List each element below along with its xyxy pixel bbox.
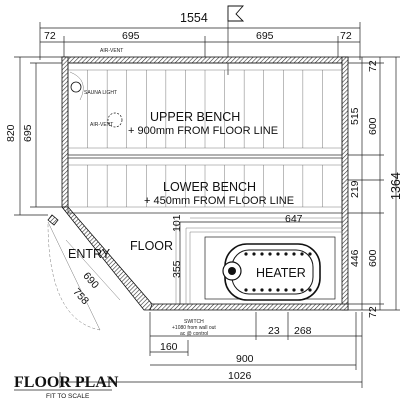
heater-stone: [252, 288, 256, 292]
air-vent-top-note: AIR-VENT: [100, 48, 123, 54]
heater-stone: [268, 288, 272, 292]
dim-entry-690: 690: [80, 270, 101, 291]
heater-stone: [284, 252, 288, 256]
dim-top-c: 695: [256, 30, 274, 42]
dim-heater-647: 647: [285, 213, 303, 225]
dim-right-top-72: 72: [367, 60, 379, 72]
dim-bottom-900: 900: [236, 353, 254, 365]
lower-bench-note: + 450mm FROM FLOOR LINE: [144, 195, 294, 207]
heater-stone: [276, 252, 280, 256]
dim-right-446: 446: [349, 249, 361, 267]
air-vent-icon: [107, 112, 123, 128]
switch-note-3: ac @ control: [180, 331, 208, 337]
floor-label: FLOOR: [130, 239, 173, 253]
air-vent-mid-note: AIR-VENT: [90, 122, 113, 128]
dim-bottom-1026: 1026: [228, 370, 252, 382]
heater-stone: [268, 252, 272, 256]
lower-bench-label: LOWER BENCH: [163, 180, 256, 194]
switch-note-1: SWITCH: [184, 319, 204, 325]
upper-bench-note: + 900mm FROM FLOOR LINE: [128, 125, 278, 137]
outer-walls: [47, 56, 349, 311]
dim-right-219: 219: [349, 180, 361, 198]
dim-top-b: 695: [122, 30, 140, 42]
heater-stone: [244, 252, 248, 256]
bottom-dimensions: 23 268 160 900 1026: [59, 312, 363, 388]
dim-entry-758: 758: [70, 286, 91, 307]
upper-bench: [67, 62, 343, 156]
entry-label: ENTRY: [68, 247, 111, 261]
top-dimensions: 1554 72 695 695 72: [39, 11, 361, 60]
dim-bottom-23: 23: [268, 325, 280, 337]
heater-stone: [308, 252, 312, 256]
heater-label: HEATER: [256, 266, 306, 280]
sauna-light-icon: [69, 71, 84, 101]
left-dimensions: 820 695: [5, 56, 62, 216]
heater-stone: [276, 288, 280, 292]
heater-stone: [308, 288, 312, 292]
heater-stone: [244, 288, 248, 292]
dim-top-d: 72: [340, 30, 352, 42]
flag-marker: [227, 5, 245, 75]
dim-right-515: 515: [349, 107, 361, 125]
dim-heater-101: 101: [171, 214, 183, 232]
sauna-light-note: SAUNA LIGHT: [84, 90, 117, 96]
heater-stone: [300, 288, 304, 292]
dim-left-outer: 820: [5, 124, 17, 142]
upper-bench-label: UPPER BENCH: [150, 110, 240, 124]
heater-stone: [260, 252, 264, 256]
title-block: FLOOR PLAN FIT TO SCALE: [14, 374, 119, 400]
dim-right-overall: 1364: [389, 172, 403, 200]
switch-note: SWITCH +1080 from wall out ac @ control: [172, 319, 216, 337]
dim-overall-top: 1554: [180, 11, 208, 25]
page-subtitle: FIT TO SCALE: [46, 393, 90, 400]
right-dimensions: 1364 72 515 600 219 446 600 72: [348, 56, 403, 318]
dim-left-inner: 695: [22, 124, 34, 142]
dim-top-a: 72: [44, 30, 56, 42]
heater-stone: [300, 252, 304, 256]
heater-stone: [284, 288, 288, 292]
door-swing: [47, 221, 101, 331]
dim-right-600a: 600: [367, 117, 379, 135]
heater-stone: [292, 288, 296, 292]
heater-stone: [292, 252, 296, 256]
dim-heater-355: 355: [171, 260, 183, 278]
dim-right-600b: 600: [367, 249, 379, 267]
page-title: FLOOR PLAN: [14, 374, 119, 391]
switch-note-2: +1080 from wall out: [172, 325, 216, 331]
lower-bench: [67, 157, 343, 214]
heater-stone: [252, 252, 256, 256]
heater-stone: [260, 288, 264, 292]
dim-right-bottom-72: 72: [367, 306, 379, 318]
heater-dimensions: 647 101 355: [171, 213, 342, 304]
dim-bottom-268: 268: [294, 325, 312, 337]
heater: HEATER: [222, 243, 321, 301]
dim-bottom-160: 160: [160, 341, 178, 353]
